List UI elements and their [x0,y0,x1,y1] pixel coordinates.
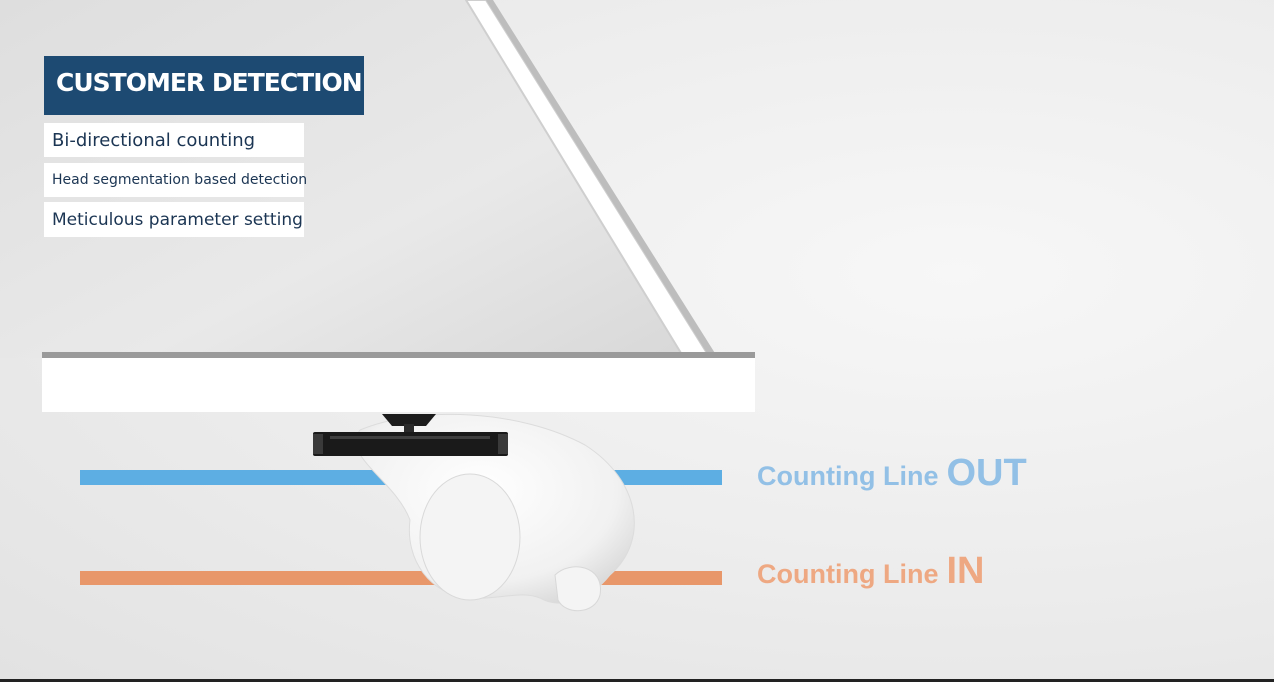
counting-line-in [80,571,722,585]
counting-line-in-prefix: Counting Line [757,559,939,589]
feature-item: Head segmentation based detection [44,163,307,197]
person-head [355,413,635,612]
sensor-device [313,414,508,456]
counting-line-out-word: OUT [946,452,1027,494]
bottom-edge [0,679,1274,682]
counting-line-out-prefix: Counting Line [757,461,939,491]
feature-item: Meticulous parameter setting [44,202,304,237]
mounting-plate [42,358,755,412]
page-title: CUSTOMER DETECTION [56,68,363,97]
counting-line-in-word: IN [946,550,985,592]
feature-item: Bi-directional counting [44,123,304,157]
title-banner: CUSTOMER DETECTION [44,56,364,115]
